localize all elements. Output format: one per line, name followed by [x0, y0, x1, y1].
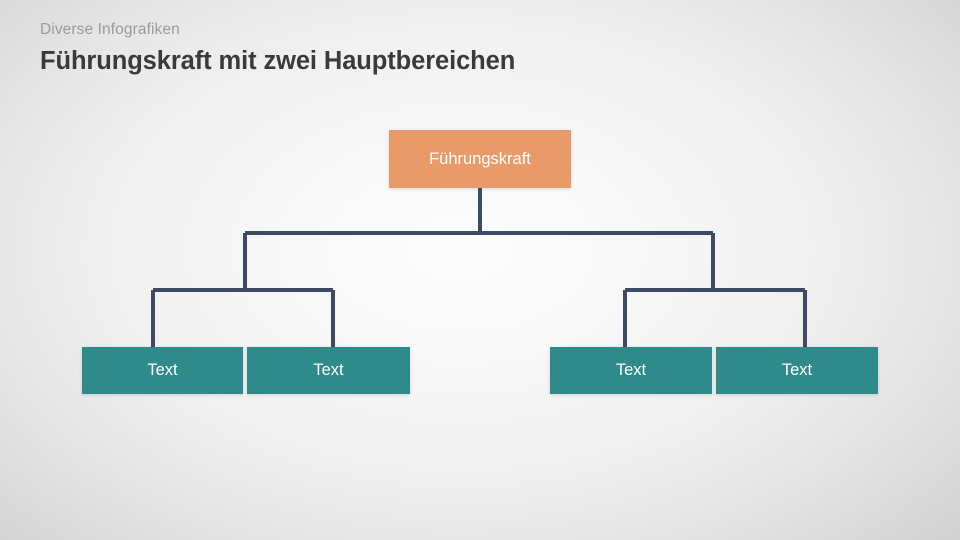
page-title: Führungskraft mit zwei Hauptbereichen [40, 47, 516, 75]
node-leaf-3[interactable]: Text [550, 347, 712, 394]
slide-header: Diverse Infografiken Führungskraft mit z… [40, 20, 900, 76]
node-fuehrungskraft[interactable]: Führungskraft [389, 130, 571, 188]
node-label: Text [781, 361, 813, 379]
node-label: Führungskraft [429, 149, 531, 168]
node-label: Text [147, 361, 178, 379]
node-leaf-1[interactable]: Text [82, 347, 243, 394]
node-leaf-2[interactable]: Text [247, 347, 410, 394]
node-leaf-4[interactable]: Text [716, 347, 878, 394]
node-label: Text [313, 361, 344, 379]
slide-eyebrow: Diverse Infografiken [40, 21, 180, 38]
node-label: Text [615, 361, 647, 379]
